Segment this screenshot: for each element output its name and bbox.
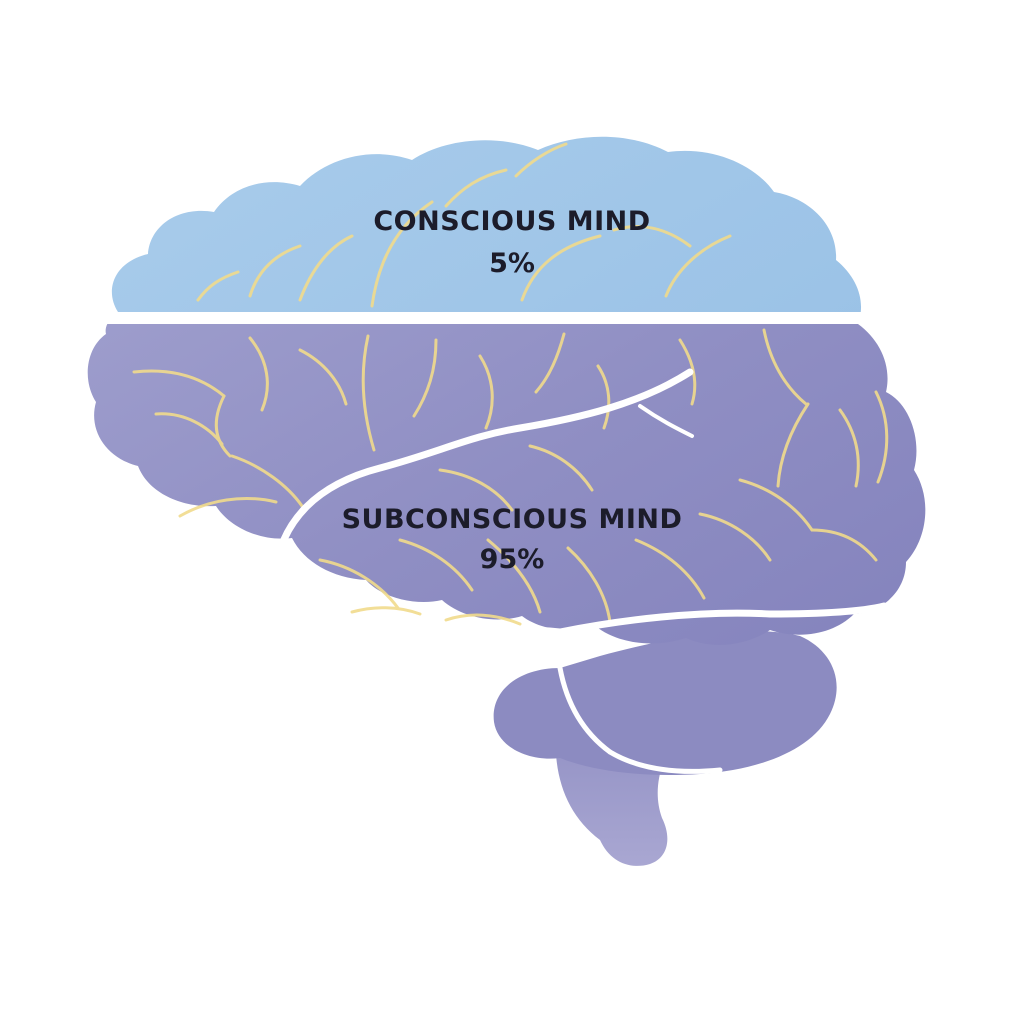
subconscious-percent: 95% xyxy=(480,544,545,575)
conscious-label: CONSCIOUS MIND xyxy=(373,206,650,237)
brain-veins xyxy=(132,142,889,626)
subconscious-label: SUBCONSCIOUS MIND xyxy=(342,504,683,535)
region-divider xyxy=(60,312,960,324)
brain-folds xyxy=(270,368,888,774)
cerebellum xyxy=(493,630,837,776)
conscious-percent: 5% xyxy=(489,248,535,279)
